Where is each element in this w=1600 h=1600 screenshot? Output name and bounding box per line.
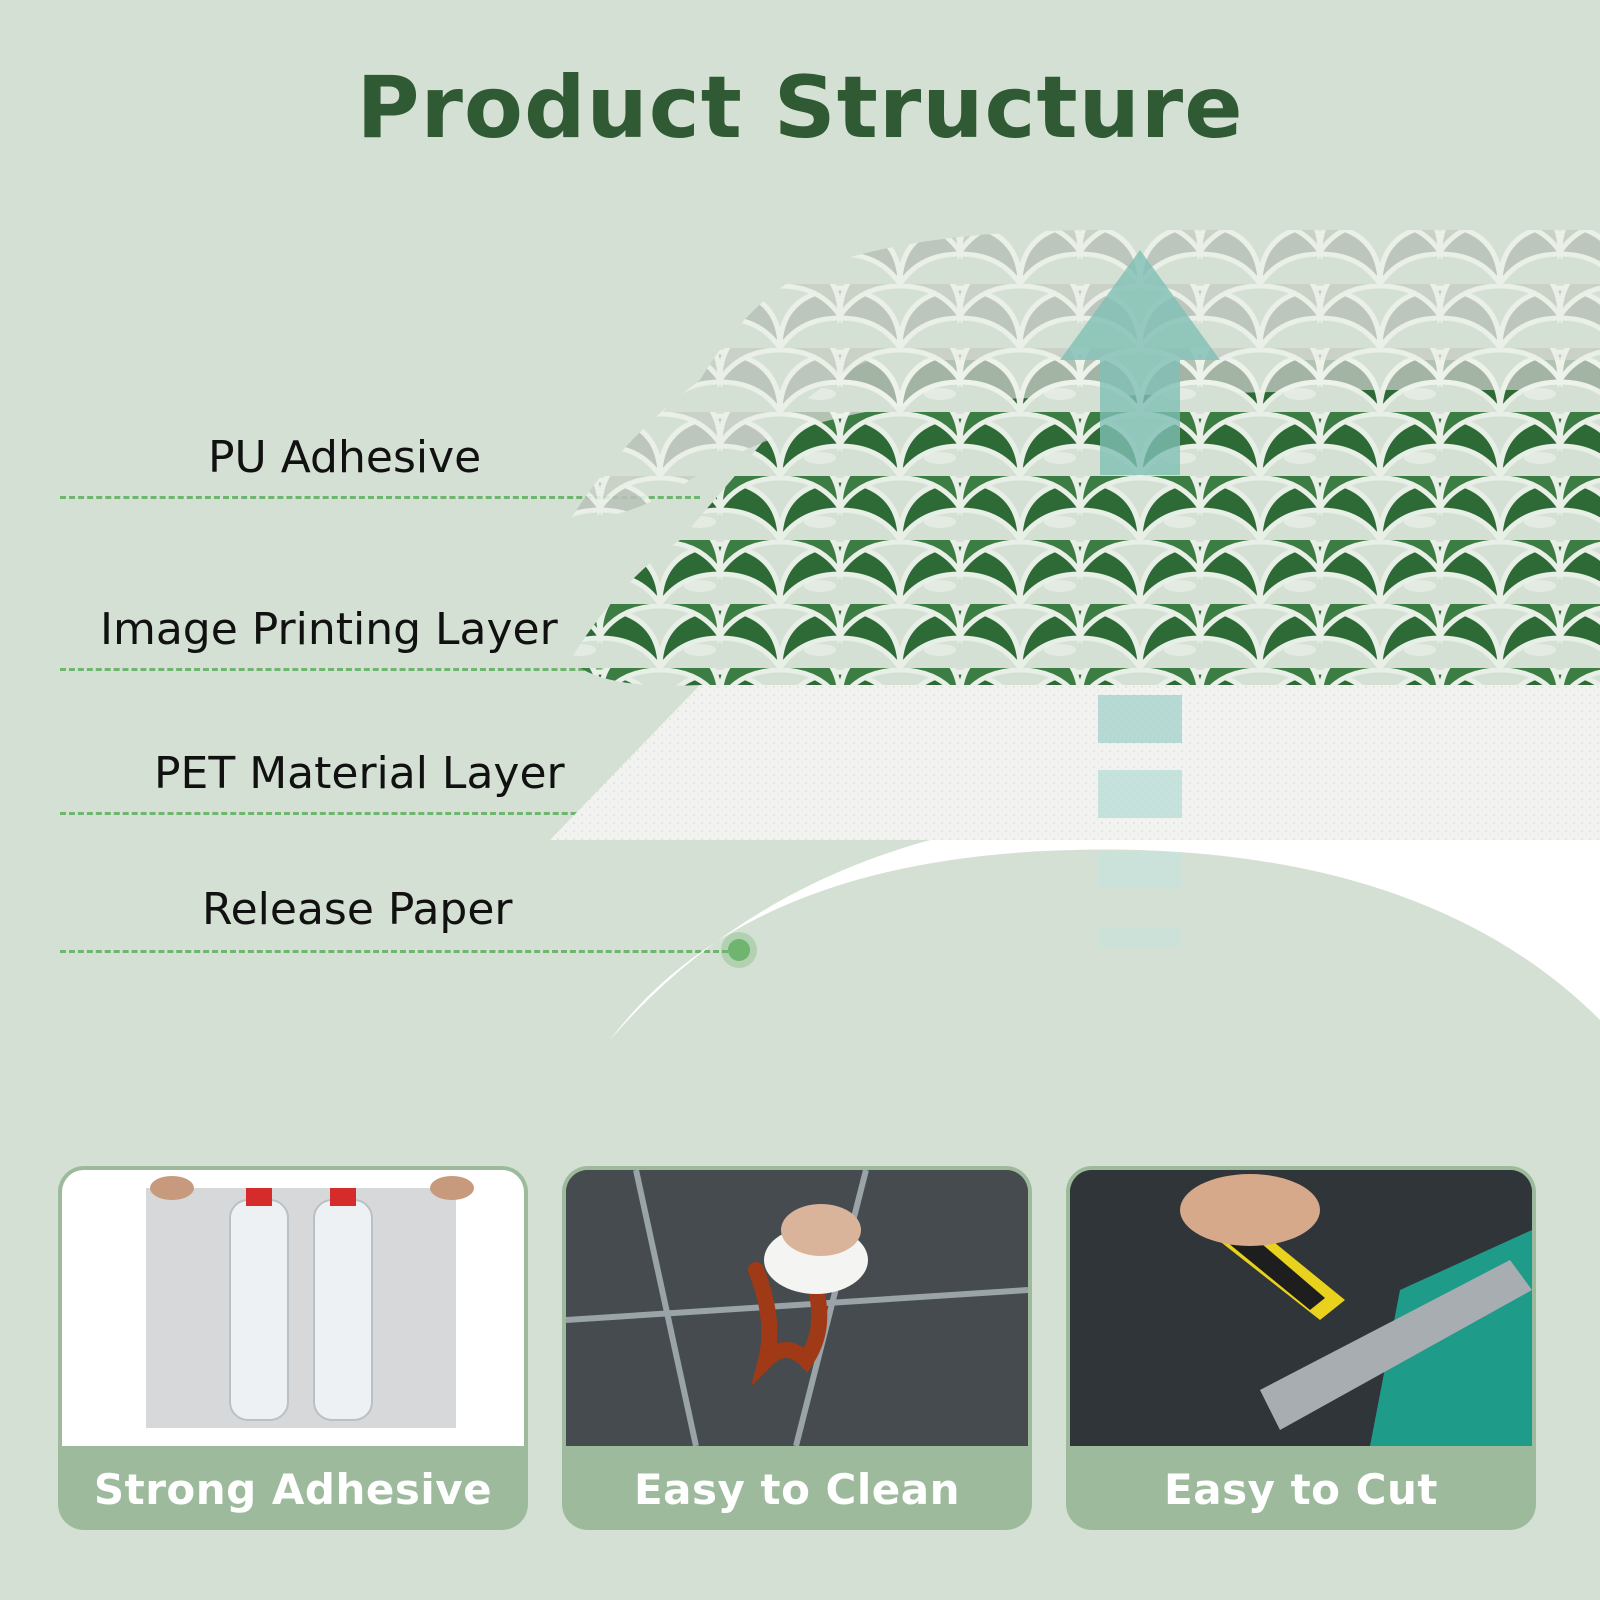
feature-label-easy-to-cut: Easy to Cut bbox=[1164, 1465, 1438, 1514]
pu-adhesive-sheet bbox=[570, 230, 1600, 520]
leader-line-pet-material bbox=[60, 812, 720, 815]
leader-dot-release-paper bbox=[728, 939, 750, 961]
layer-stack-illustration bbox=[550, 230, 1600, 1040]
release-paper-sheet bbox=[610, 810, 1600, 1040]
layer-label-pet-material: PET Material Layer bbox=[154, 748, 565, 799]
leader-line-release-paper bbox=[60, 950, 728, 953]
layer-label-image-printing: Image Printing Layer bbox=[100, 604, 558, 655]
up-arrow-icon bbox=[1060, 250, 1220, 948]
layer-label-release-paper: Release Paper bbox=[202, 884, 513, 935]
pet-material-sheet bbox=[550, 685, 1600, 840]
leader-line-image-printing bbox=[60, 668, 620, 671]
cutting-tile-photo bbox=[1070, 1170, 1532, 1446]
bottles-on-sheet-photo bbox=[62, 1170, 524, 1446]
image-printing-sheet bbox=[570, 360, 1600, 686]
wiping-tile-photo bbox=[566, 1170, 1028, 1446]
page-title: Product Structure bbox=[356, 58, 1244, 158]
feature-card-strong-adhesive: Strong Adhesive bbox=[58, 1166, 528, 1530]
feature-card-easy-to-clean: Easy to Clean bbox=[562, 1166, 1032, 1530]
leader-line-pu-adhesive bbox=[60, 496, 700, 499]
feature-card-easy-to-cut: Easy to Cut bbox=[1066, 1166, 1536, 1530]
layer-label-pu-adhesive: PU Adhesive bbox=[208, 432, 482, 483]
feature-label-easy-to-clean: Easy to Clean bbox=[633, 1465, 961, 1514]
feature-label-strong-adhesive: Strong Adhesive bbox=[93, 1465, 493, 1514]
